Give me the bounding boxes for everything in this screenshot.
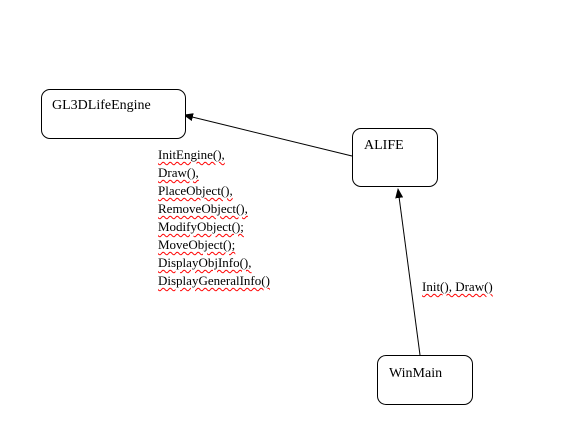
method-list: InitEngine(), Draw(), PlaceObject(), Rem… bbox=[158, 146, 270, 290]
node-gl3dlifeengine[interactable]: GL3DLifeEngine bbox=[41, 89, 186, 139]
node-alife-label: ALIFE bbox=[364, 138, 404, 153]
method-item: InitEngine(), bbox=[158, 147, 225, 162]
node-winmain[interactable]: WinMain bbox=[377, 355, 473, 405]
method-item: DisplayObjInfo(), bbox=[158, 255, 252, 270]
method-item: MoveObject(); bbox=[158, 237, 236, 252]
method-item: RemoveObject(), bbox=[158, 201, 248, 216]
method-item: Draw(), bbox=[158, 165, 199, 180]
arrow-alife-to-gl3dlifeengine bbox=[183, 113, 353, 157]
edge-label-winmain-alife: Init(), Draw() bbox=[422, 279, 493, 294]
method-item: PlaceObject(), bbox=[158, 183, 233, 198]
method-item: ModifyObject(); bbox=[158, 219, 244, 234]
node-alife[interactable]: ALIFE bbox=[352, 128, 438, 187]
method-item: DisplayGeneralInfo() bbox=[158, 273, 270, 288]
arrow-winmain-to-alife bbox=[395, 188, 421, 356]
node-gl3dlifeengine-label: GL3DLifeEngine bbox=[52, 98, 151, 113]
node-winmain-label: WinMain bbox=[389, 366, 443, 381]
